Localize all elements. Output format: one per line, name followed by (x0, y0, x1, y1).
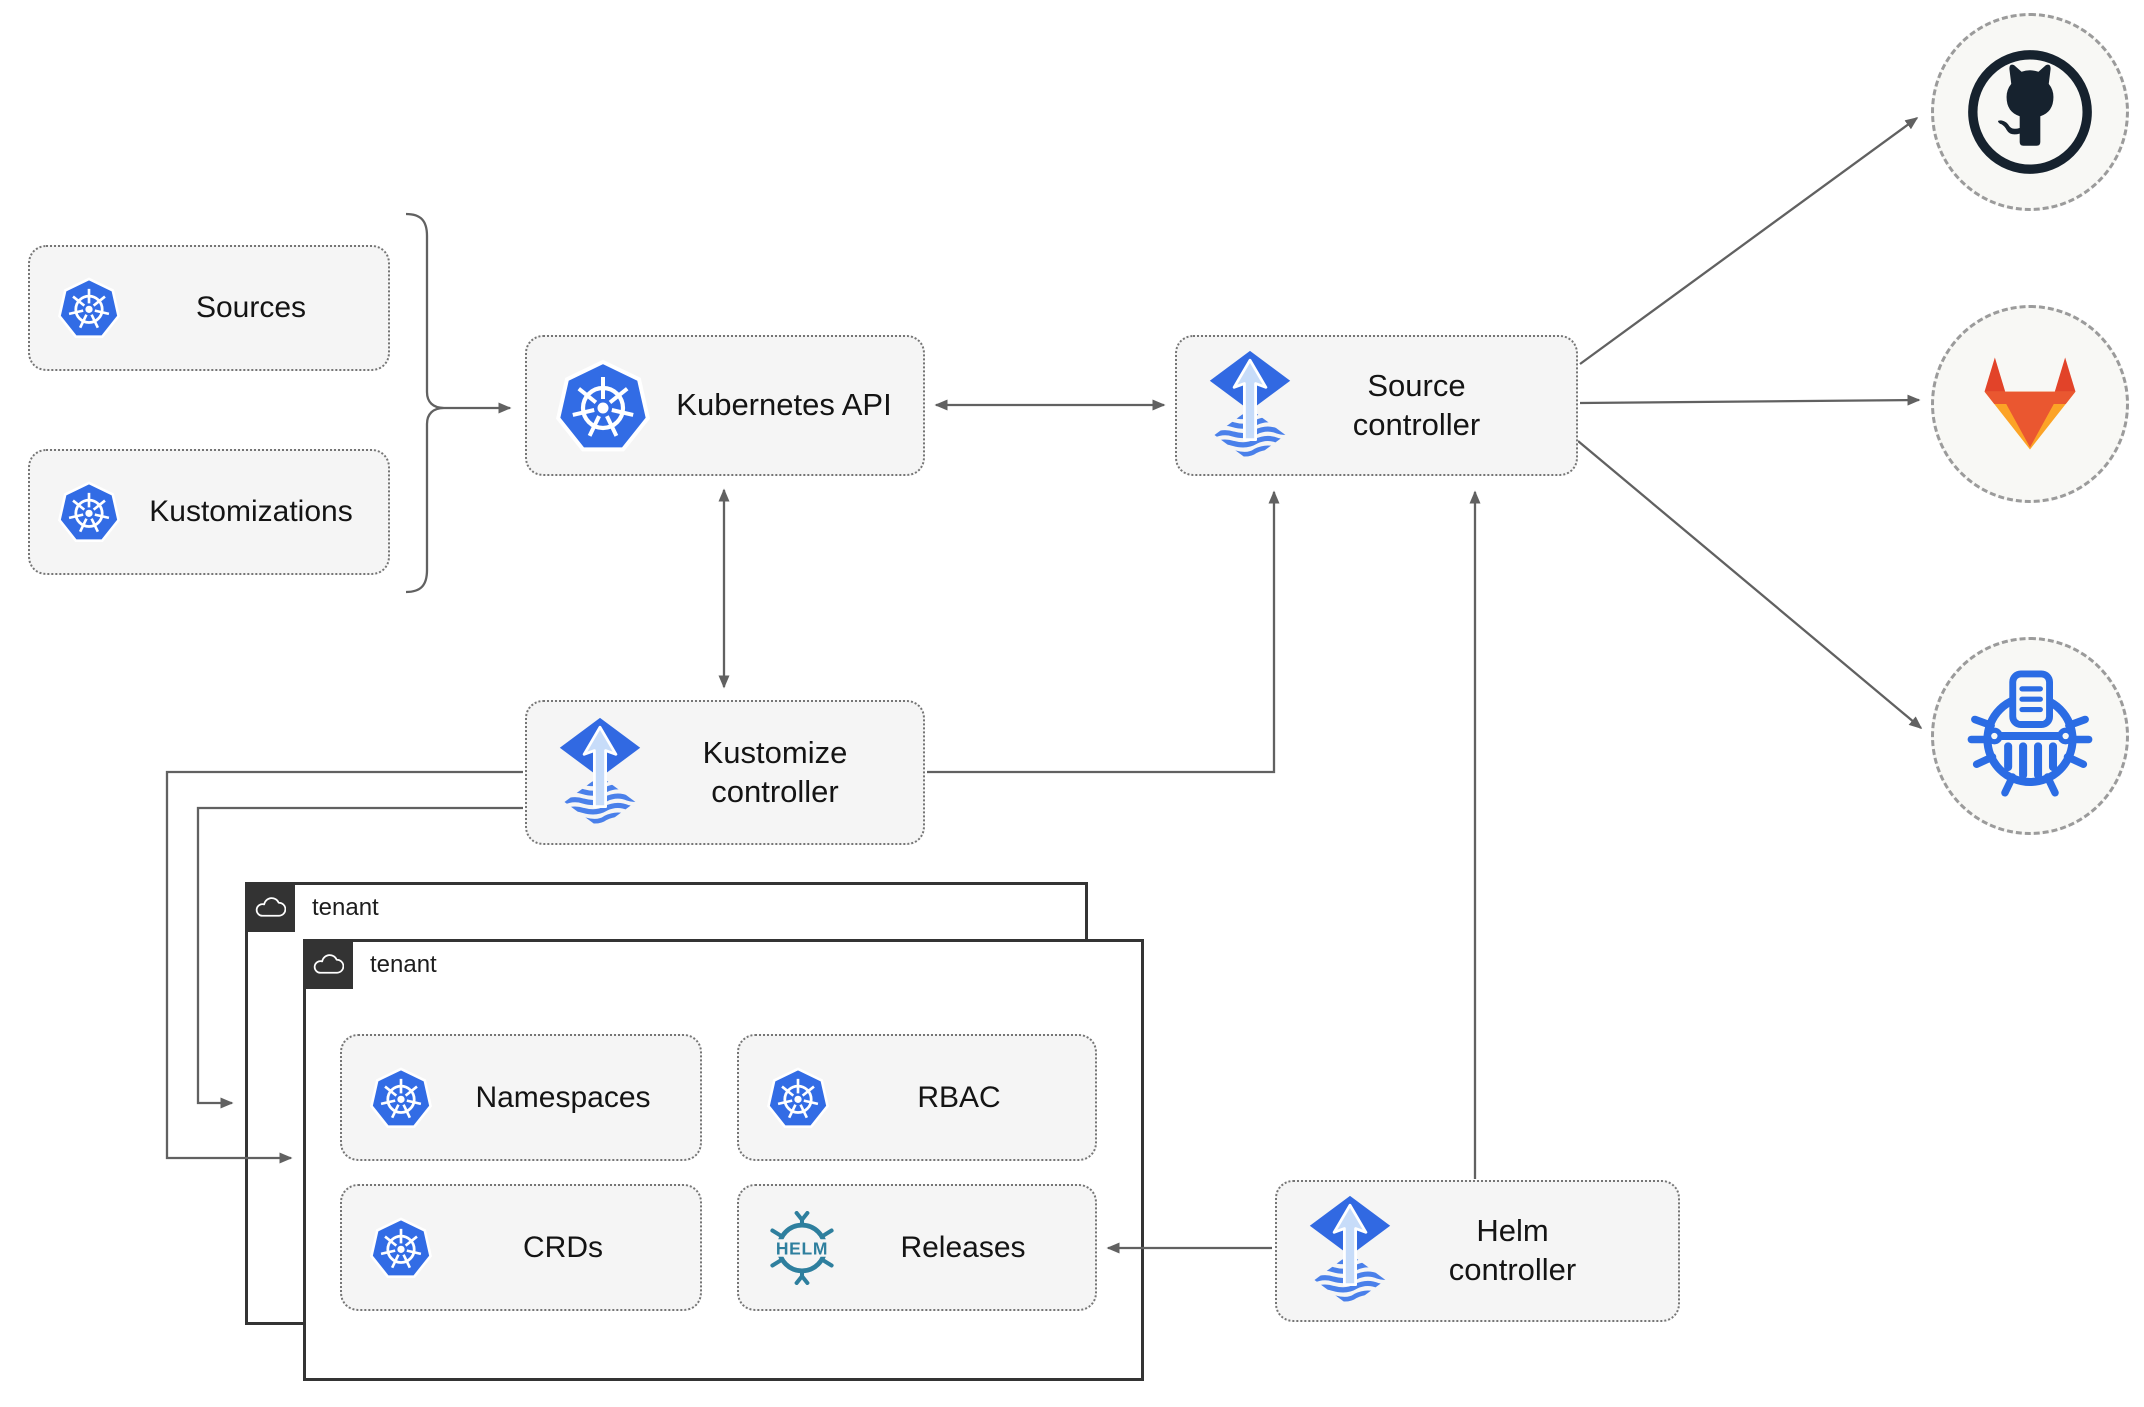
external-gitlab (1931, 305, 2129, 503)
kubernetes-icon (368, 1065, 434, 1131)
kubernetes-icon (56, 275, 122, 341)
node-source-controller: Source controller (1175, 335, 1578, 476)
tenant-label: tenant (370, 951, 437, 978)
chartmuseum-icon (1961, 667, 2099, 805)
kubernetes-icon (56, 479, 122, 545)
node-label: Helm controller (1448, 1213, 1577, 1287)
cloud-icon (312, 952, 344, 976)
kubernetes-icon (553, 356, 653, 456)
external-github (1931, 13, 2129, 211)
node-kubernetes-api: Kubernetes API (525, 335, 925, 476)
flux-icon (1303, 1194, 1397, 1308)
node-namespaces: Namespaces (340, 1034, 702, 1161)
cloud-icon (254, 895, 286, 919)
tenant-label: tenant (312, 894, 379, 921)
external-helm-repository (1931, 637, 2129, 835)
flux-icon (553, 716, 647, 830)
node-releases: Releases (737, 1184, 1097, 1311)
node-kustomizations: Kustomizations (28, 449, 390, 575)
bracket (405, 212, 445, 594)
kubernetes-icon (765, 1065, 831, 1131)
tenant-tab (245, 882, 295, 932)
node-helm-controller: Helm controller (1275, 1180, 1680, 1322)
github-octocat-icon (1955, 37, 2105, 187)
gitlab-tanuki-icon (1968, 350, 2092, 458)
node-sources: Sources (28, 245, 390, 371)
node-label: Kubernetes API (676, 387, 892, 423)
node-label: Source controller (1352, 367, 1481, 442)
tenant-tab (303, 939, 353, 989)
kubernetes-icon (368, 1215, 434, 1281)
flux-icon (1203, 349, 1297, 463)
node-label: CRDs (523, 1230, 603, 1264)
node-label: Kustomize controller (702, 734, 848, 809)
node-rbac: RBAC (737, 1034, 1097, 1161)
node-label: Sources (195, 291, 307, 325)
node-kustomize-controller: Kustomize controller (525, 700, 925, 845)
node-label: Namespaces (475, 1080, 651, 1114)
node-crds: CRDs (340, 1184, 702, 1311)
node-label: Kustomizations (149, 495, 353, 529)
node-label: Releases (900, 1230, 1026, 1264)
node-label: RBAC (917, 1080, 1001, 1114)
helm-icon (765, 1211, 839, 1285)
